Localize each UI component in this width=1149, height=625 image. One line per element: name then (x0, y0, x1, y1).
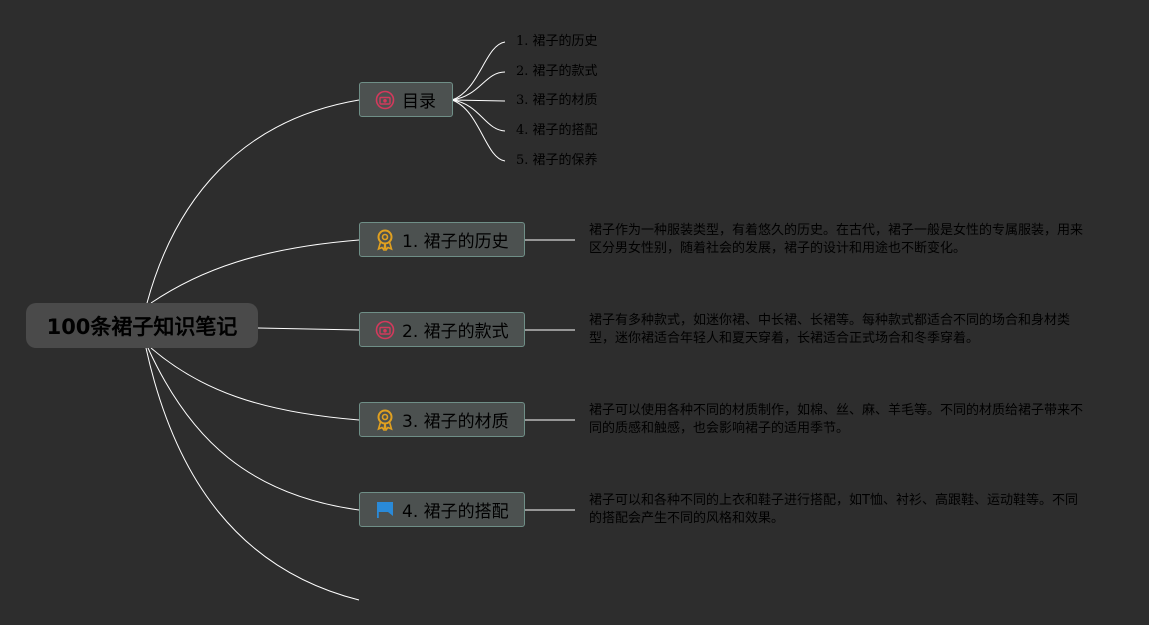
topic-matching[interactable]: 4. 裙子的搭配 (359, 492, 525, 527)
topic-styles-label: 2. 裙子的款式 (402, 322, 509, 342)
connector-root-topic-5 (145, 347, 360, 601)
camera-icon (374, 319, 396, 341)
connector-root-topic-2 (257, 327, 360, 331)
topic-toc[interactable]: 目录 (359, 82, 453, 117)
topic-history-label: 1. 裙子的历史 (402, 232, 509, 252)
topic-materials[interactable]: 3. 裙子的材质 (359, 402, 525, 437)
connector-root-topic-3 (150, 347, 360, 421)
award-icon (374, 229, 396, 251)
toc-item-1[interactable]: 1. 裙子的历史 (516, 34, 598, 49)
root-topic-label: 100条裙子知识笔记 (46, 314, 238, 339)
topic-toc-label: 目录 (402, 92, 436, 112)
topic-materials-label: 3. 裙子的材质 (402, 412, 509, 432)
camera-icon (374, 89, 396, 111)
connector-toc-item-1 (451, 41, 506, 101)
award-icon (374, 409, 396, 431)
connector-toc-item-5 (451, 99, 506, 162)
note-styles: 裙子有多种款式，如迷你裙、中长裙、长裙等。每种款式都适合不同的场合和身材类型，迷… (589, 313, 1071, 346)
toc-item-4[interactable]: 4. 裙子的搭配 (516, 123, 598, 138)
note-matching: 裙子可以和各种不同的上衣和鞋子进行搭配，如T恤、衬衫、高跟鞋、运动鞋等。不同的搭… (589, 493, 1078, 526)
connector-root-topic-1 (150, 239, 360, 304)
connector-root-toc (146, 99, 360, 304)
topic-matching-label: 4. 裙子的搭配 (402, 502, 509, 522)
topic-history[interactable]: 1. 裙子的历史 (359, 222, 525, 257)
flag-icon (374, 499, 396, 521)
connector-toc-item-2 (451, 71, 506, 101)
toc-item-3[interactable]: 3. 裙子的材质 (516, 93, 598, 108)
connector-root-topic-4 (147, 347, 360, 511)
note-history: 裙子作为一种服装类型，有着悠久的历史。在古代，裙子一般是女性的专属服装，用来区分… (589, 223, 1084, 256)
connector-toc-item-4 (451, 99, 506, 132)
note-materials: 裙子可以使用各种不同的材质制作，如棉、丝、麻、羊毛等。不同的材质给裙子带来不同的… (589, 403, 1084, 436)
connector-toc-item-3 (451, 99, 506, 102)
topic-styles[interactable]: 2. 裙子的款式 (359, 312, 525, 347)
toc-item-5[interactable]: 5. 裙子的保养 (516, 153, 598, 168)
root-topic[interactable]: 100条裙子知识笔记 (26, 303, 258, 348)
toc-item-2[interactable]: 2. 裙子的款式 (516, 64, 598, 79)
